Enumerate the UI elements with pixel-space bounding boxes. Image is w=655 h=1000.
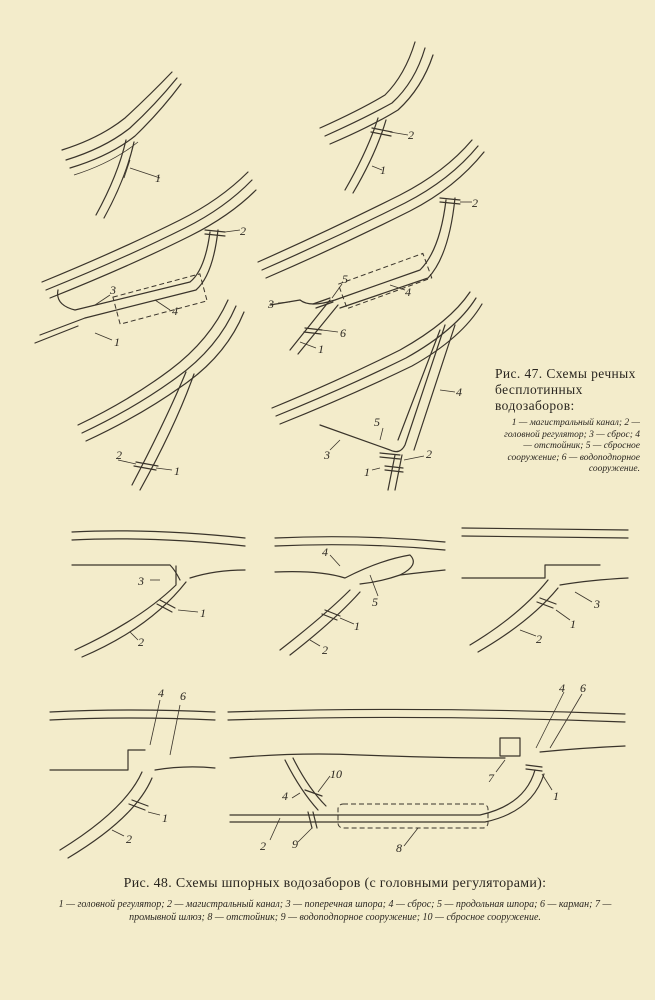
figure-48-caption: Рис. 48. Схемы шпорных водозаборов (с го…: [123, 876, 547, 891]
scheme-47a: 1: [61, 71, 182, 219]
figure-47-legend: 1 — магистральный канал; 2 — головной ре…: [504, 418, 640, 474]
label: 1: [380, 163, 386, 177]
label: 3: [267, 297, 274, 311]
label: 2: [138, 635, 144, 649]
label: 7: [488, 771, 495, 785]
label: 2: [260, 839, 266, 853]
label: 4: [282, 789, 288, 803]
scheme-48d: 4 6 1 2: [49, 686, 216, 859]
scheme-47d: 2 5 6 3 4 1: [257, 139, 485, 356]
scheme-47b: 2 1: [319, 41, 434, 194]
label: 3: [109, 283, 116, 297]
label: 4: [559, 681, 565, 695]
scheme-47e: 2 1: [77, 299, 245, 491]
label: 2: [536, 632, 542, 646]
label: 4: [172, 304, 178, 318]
label: 2: [472, 196, 478, 210]
label: 10: [330, 767, 342, 781]
label: 1: [364, 465, 370, 479]
label: 5: [374, 415, 380, 429]
label: 1: [318, 342, 324, 356]
label: 4: [405, 285, 411, 299]
label: 6: [180, 689, 186, 703]
scheme-48a: 3 1 2: [71, 530, 246, 658]
label: 1: [200, 606, 206, 620]
label: 5: [342, 272, 348, 286]
label: 2: [116, 448, 122, 462]
label: 5: [372, 595, 378, 609]
figure-48-legend: 1 — головной регулятор; 2 — магистральны…: [58, 899, 612, 923]
scheme-47f: 5 2 3 4 1: [271, 291, 483, 491]
label: 1: [162, 811, 168, 825]
scheme-48c: 3 1 2: [461, 527, 629, 653]
label: 4: [456, 385, 462, 399]
label: 4: [322, 545, 328, 559]
label: 3: [137, 574, 144, 588]
label: 2: [240, 224, 246, 238]
label: 3: [593, 597, 600, 611]
label: 1: [570, 617, 576, 631]
label: 2: [426, 447, 432, 461]
label: 4: [158, 686, 164, 700]
label: 1: [553, 789, 559, 803]
scheme-48e: 10 4 2 9 8 7 1 4 6: [227, 681, 626, 855]
label: 2: [126, 832, 132, 846]
label: 2: [408, 128, 414, 142]
label: 6: [340, 326, 346, 340]
label: 8: [396, 841, 402, 855]
label: 9: [292, 837, 298, 851]
label: 6: [580, 681, 586, 695]
figure-47-caption-block: Рис. 47. Схемы речных бесплотинных водоз…: [495, 366, 640, 476]
scheme-47c: 2 3 4 1: [34, 171, 257, 349]
figure-48-caption-block: Рис. 48. Схемы шпорных водозаборов (с го…: [40, 876, 630, 924]
scheme-48b: 4 5 1 2: [274, 536, 446, 657]
label: 2: [322, 643, 328, 657]
label: 1: [155, 171, 161, 185]
label: 1: [114, 335, 120, 349]
label: 3: [323, 448, 330, 462]
label: 1: [174, 464, 180, 478]
figure-47-caption: Рис. 47. Схемы речных бесплотинных водоз…: [495, 366, 636, 413]
label: 1: [354, 619, 360, 633]
